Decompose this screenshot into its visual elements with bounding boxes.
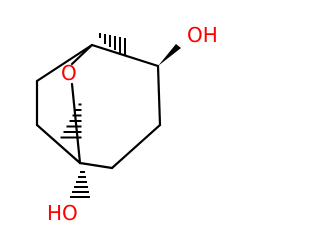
hydroxyl-label-bottom-left: HO xyxy=(47,201,78,225)
bond-c5-c6 xyxy=(35,123,82,165)
structure-canvas: O OH HO xyxy=(35,23,218,225)
bond-c5-o-bridge xyxy=(70,82,82,165)
bond-c4-c5 xyxy=(78,161,114,170)
hashed-bond-c5-c6 xyxy=(60,103,82,139)
bond-c1-o-bridge xyxy=(70,43,94,66)
molecule-diagram: O OH HO xyxy=(35,23,218,225)
hydroxyl-label-top-right: OH xyxy=(187,23,218,47)
single-bonds xyxy=(35,43,162,170)
solid-wedge-bond-c2-oh xyxy=(158,44,181,66)
hashed-wedge-bonds xyxy=(60,33,126,198)
ring-oxygen-label: O xyxy=(61,61,77,85)
bond-c1-c7 xyxy=(35,43,94,83)
bond-c3-c4 xyxy=(110,123,162,170)
hashed-bond-c4-oh xyxy=(70,171,90,198)
bond-c2-c3 xyxy=(156,64,162,127)
hashed-bond-c1-c2 xyxy=(99,33,126,56)
